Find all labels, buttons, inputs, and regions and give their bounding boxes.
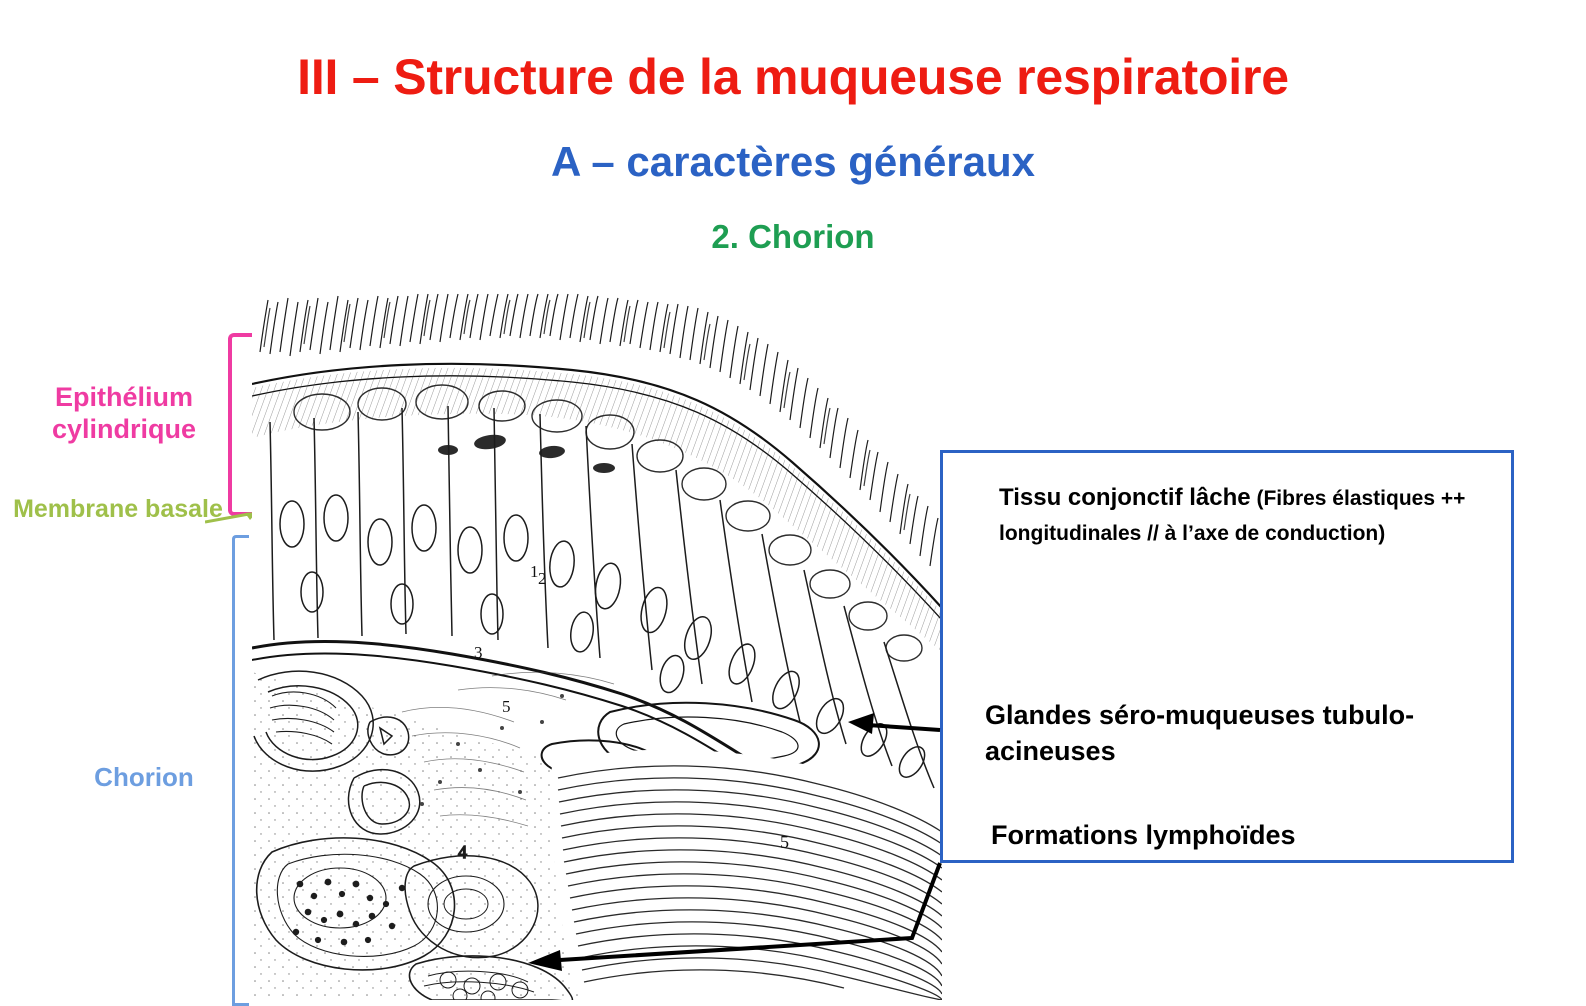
bracket-chorion [232, 535, 249, 1006]
label-membrane-basale: Membrane basale [13, 495, 223, 523]
info-box: Tissu conjonctif lâche (Fibres élastique… [940, 450, 1514, 863]
figure-number-1: 1 [530, 562, 539, 581]
info-line-tissu: Tissu conjonctif lâche (Fibres élastique… [999, 481, 1491, 551]
page-title: III – Structure de la muqueuse respirato… [297, 49, 1289, 105]
page-subtitle-2: 2. Chorion [711, 218, 875, 255]
info-line-tissu-bold: Tissu conjonctif lâche [999, 484, 1251, 511]
label-chorion: Chorion [94, 762, 194, 792]
svg-text:5: 5 [780, 832, 789, 852]
svg-text:5: 5 [502, 697, 511, 716]
info-line-tissu-rest: (Fibres élastiques ++ longitudinales // … [999, 487, 1466, 545]
svg-text:4: 4 [458, 842, 467, 862]
histology-illustration: 1 x 2 3 5 [252, 292, 942, 1000]
info-line-lymphoides: Formations lymphoïdes [991, 820, 1296, 850]
arrow-membrane-icon [205, 512, 257, 524]
histology-figure: 1 x 2 3 5 [252, 292, 942, 1000]
svg-text:2: 2 [538, 569, 547, 588]
bracket-epithelium [228, 333, 254, 516]
label-epithelium: Epithélium cylindrique [51, 382, 197, 444]
info-line-glandes: Glandes séro-muqueuses tubulo-acineuses [985, 700, 1415, 767]
svg-text:3: 3 [474, 643, 483, 662]
page-subtitle: A – caractères généraux [550, 138, 1036, 185]
